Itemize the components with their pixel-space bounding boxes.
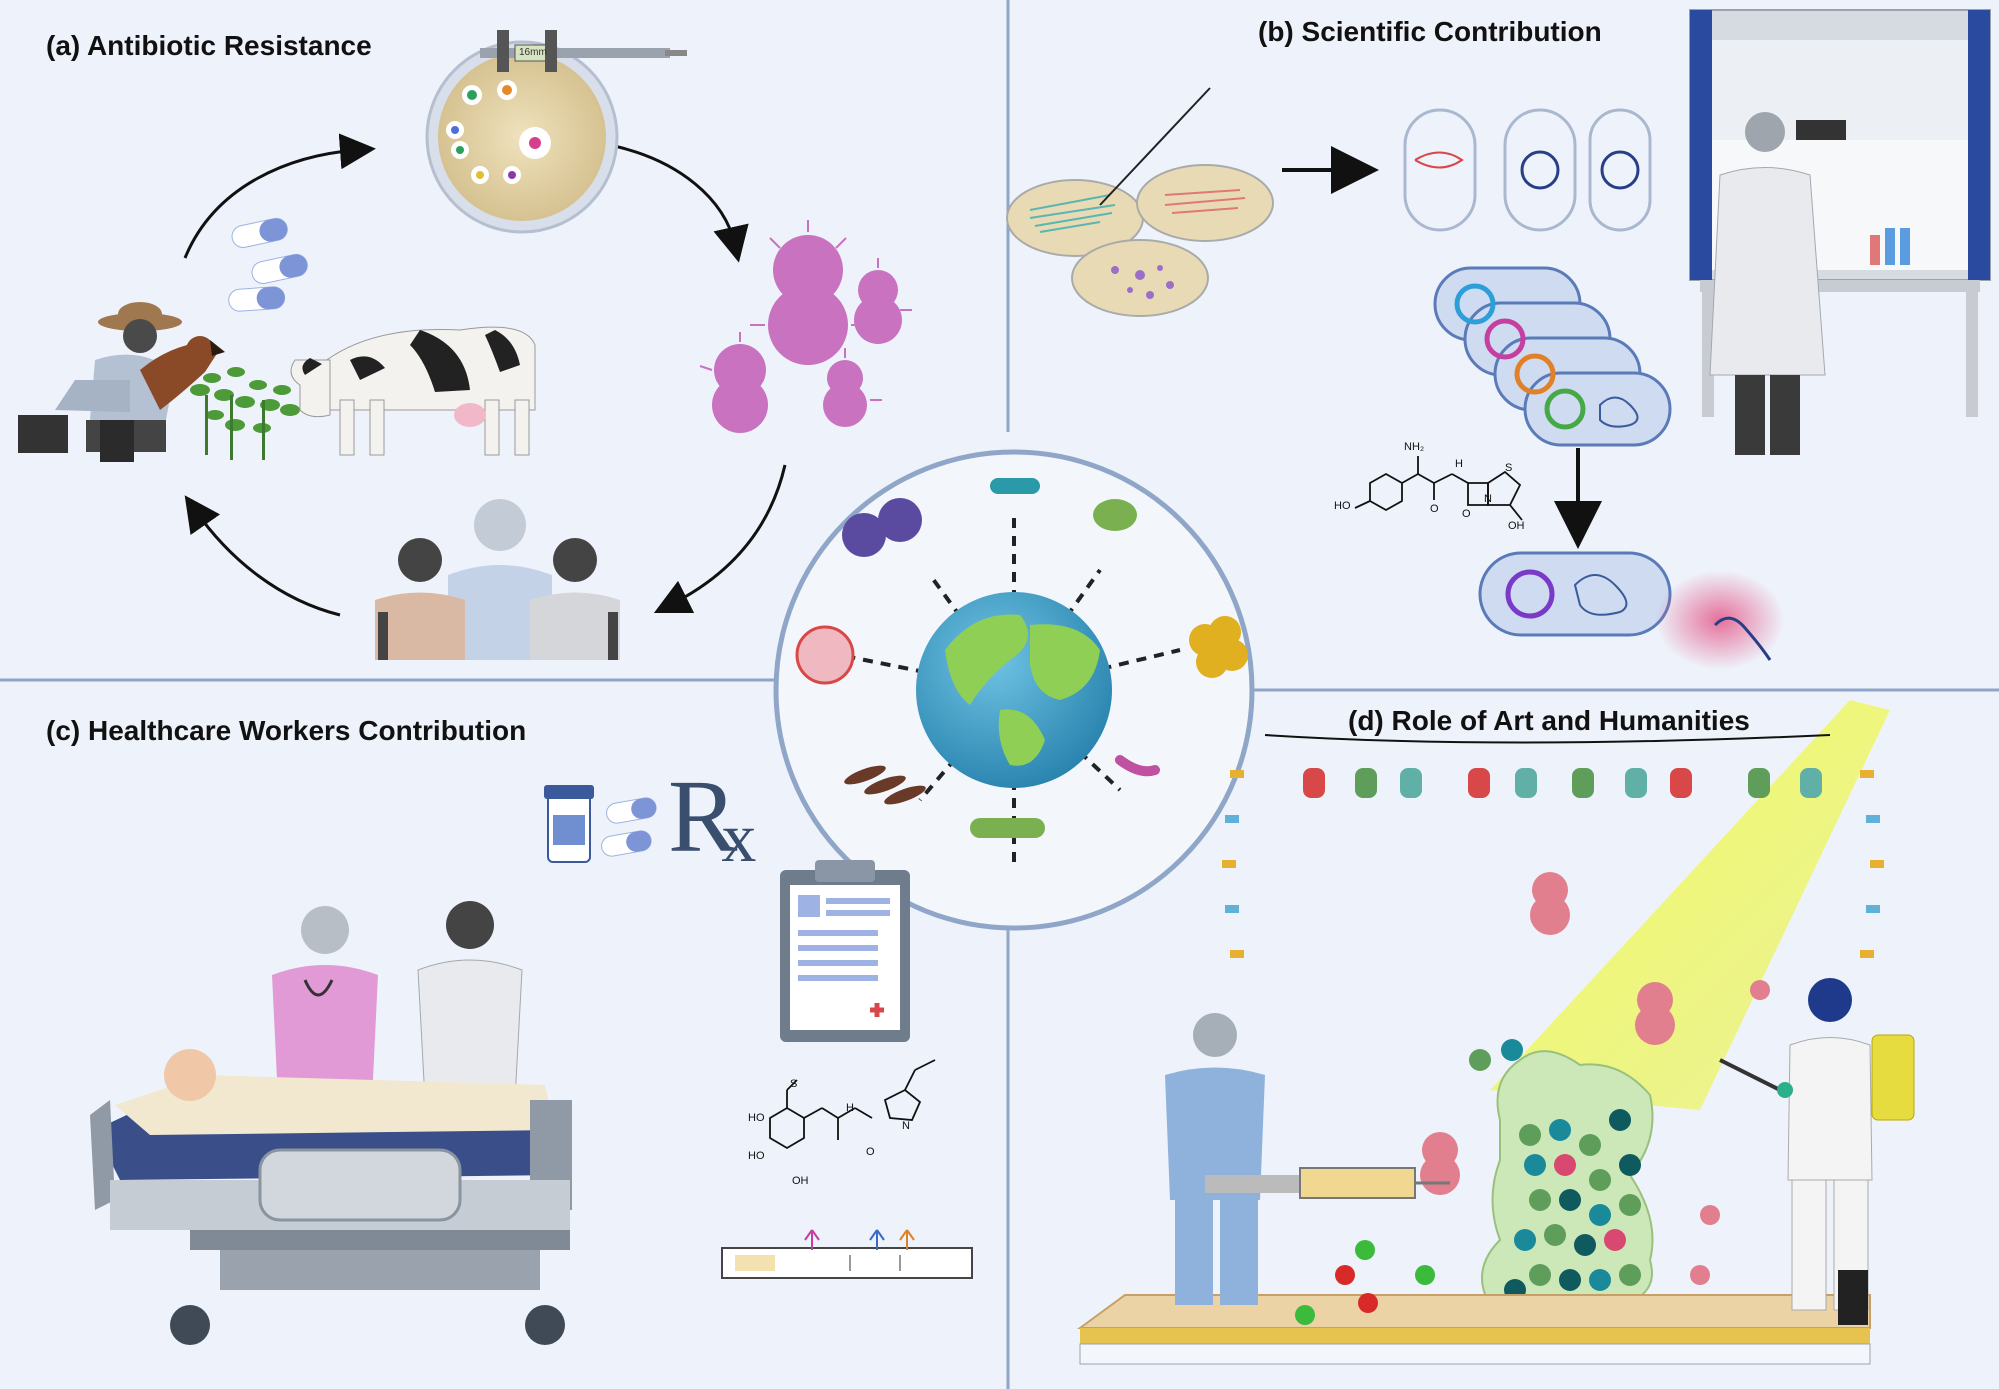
- cow-figure: [290, 326, 536, 456]
- bacterial-cells-stack: [1433, 266, 1672, 447]
- chain-bacteria-icon: [844, 765, 926, 805]
- central-globe-pathogens: [773, 449, 1255, 931]
- linc-ho1: HO: [748, 1112, 765, 1124]
- petri-dish-icon: [425, 40, 619, 234]
- amox-oh: OH: [1508, 520, 1525, 532]
- cycle-arrow-1: [183, 133, 376, 259]
- cycle-arrow-2: [609, 143, 749, 263]
- amoxicillin-structure: [1354, 456, 1523, 521]
- panel-c-healthcare-workers: [90, 785, 973, 1345]
- plant-seedlings: [190, 367, 300, 460]
- hanging-bacteria-banner: [1303, 768, 1822, 798]
- antibody-garland-right: [1860, 770, 1884, 958]
- human-population-figures: [375, 499, 620, 660]
- virus-icon: [795, 625, 855, 685]
- floor-bacteria: [1295, 1240, 1435, 1325]
- plasmid-transfer-cells: [1403, 108, 1652, 232]
- rx-r-letter: R: [668, 759, 738, 874]
- lincomycin-structure: [769, 1059, 936, 1150]
- hospital-bed: [90, 1049, 572, 1345]
- amox-o1: O: [1430, 503, 1439, 515]
- bacteria-spikes: [699, 220, 912, 401]
- rx-pills-icon: [601, 797, 657, 857]
- stage-floor: [1076, 1294, 1871, 1365]
- linc-n: N: [902, 1120, 910, 1132]
- medicine-bottle-icon: [544, 785, 594, 863]
- dog-figure: [140, 336, 225, 410]
- rx-symbol: Rx: [668, 765, 772, 874]
- culture-plates: [1006, 87, 1274, 317]
- panel-a-antibiotic-resistance: [18, 30, 912, 660]
- cocci-icon: [842, 513, 886, 557]
- amox-s: S: [1505, 462, 1513, 474]
- panel-d-title: (d) Role of Art and Humanities: [1348, 705, 1750, 736]
- caliper-icon: [480, 30, 687, 72]
- panel-c-title: (c) Healthcare Workers Contribution: [46, 715, 527, 746]
- vibrio-icon: [1093, 499, 1137, 531]
- linc-ho2: HO: [748, 1150, 765, 1162]
- clipboard-icon: [780, 860, 910, 1042]
- spotlight-beam: [1490, 700, 1890, 1110]
- banner-string: [1264, 734, 1831, 744]
- cycle-arrow-3: [653, 464, 787, 614]
- floating-pathogens: [1420, 872, 1770, 1285]
- hazmat-worker: [1719, 978, 1915, 1325]
- linc-o: O: [866, 1146, 875, 1158]
- caliper-label: 16mm: [519, 47, 547, 58]
- amox-h: H: [1455, 458, 1463, 470]
- amox-n: N: [1484, 493, 1492, 505]
- panel-d-art-humanities: [1076, 700, 1915, 1365]
- linc-h: H: [846, 1102, 854, 1114]
- panel-b-title: (b) Scientific Contribution: [1258, 16, 1602, 47]
- biofilm-cells: [1469, 1039, 1641, 1301]
- antibody-garland-left: [1222, 770, 1244, 958]
- syringe-icon: [1299, 1167, 1416, 1199]
- panel-a-title: (a) Antibiotic Resistance: [46, 30, 372, 61]
- amox-o2: O: [1462, 508, 1471, 520]
- staph-cluster-icon: [1189, 616, 1248, 678]
- amox-ho: HO: [1334, 500, 1351, 512]
- resistant-cell: [1478, 551, 1785, 670]
- amox-nh2: NH₂: [1404, 441, 1425, 453]
- rod-bacterium-icon: [970, 818, 1045, 838]
- resistant-bacteria-cluster: [712, 235, 902, 433]
- rx-x-letter: x: [721, 800, 757, 877]
- spirillum-icon: [1115, 755, 1160, 777]
- bacillus-icon: [990, 478, 1040, 494]
- pill-capsules-icon: [228, 217, 308, 312]
- linc-oh: OH: [792, 1175, 809, 1187]
- scientist-figure: [1709, 112, 1826, 455]
- panel-b-scientific-contribution: [1006, 9, 1991, 670]
- nurse-with-syringe: [1165, 1013, 1450, 1305]
- diagnostic-test-strip: [721, 1229, 973, 1279]
- linc-s: S: [790, 1078, 798, 1090]
- cycle-arrow-4: [184, 495, 341, 617]
